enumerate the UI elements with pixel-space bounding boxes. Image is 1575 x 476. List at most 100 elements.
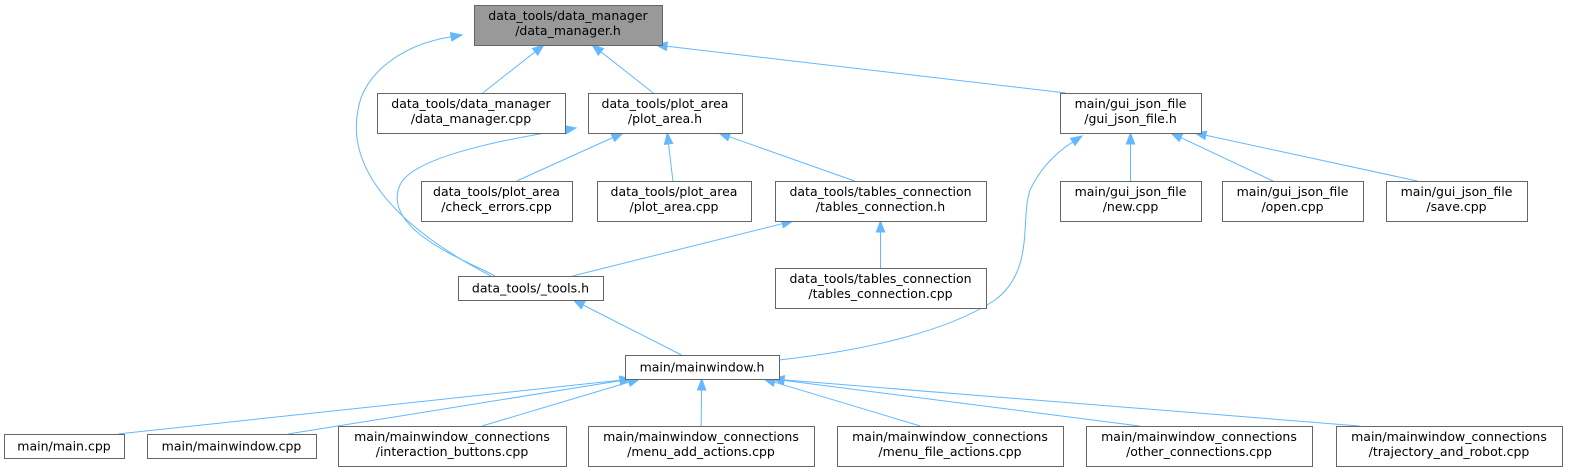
node-label-line: main/gui_json_file xyxy=(1075,184,1187,199)
node-label-line: /tables_connection.cpp xyxy=(808,286,952,301)
node-mw-h[interactable]: main/mainwindow.h xyxy=(625,355,780,380)
node-box[interactable] xyxy=(4,434,125,459)
node-mfa-cpp[interactable]: main/mainwindow_connections/menu_file_ac… xyxy=(837,426,1064,467)
arrow-head xyxy=(1169,132,1184,143)
node-label-line: data_tools/data_manager xyxy=(488,8,648,23)
node-box[interactable] xyxy=(597,181,752,222)
node-tc-cpp[interactable]: data_tools/tables_connection/tables_conn… xyxy=(775,268,987,309)
edge-line xyxy=(729,136,855,182)
node-label-line: main/mainwindow_connections xyxy=(852,429,1048,444)
node-box[interactable] xyxy=(1336,426,1563,467)
arrow-head xyxy=(663,131,674,145)
node-box[interactable] xyxy=(1060,181,1202,222)
arrow-head xyxy=(563,124,578,135)
node-box[interactable] xyxy=(1222,181,1364,222)
node-label-line: main/mainwindow_connections xyxy=(603,429,799,444)
node-ib-cpp[interactable]: main/mainwindow_connections/interaction_… xyxy=(338,426,567,467)
node-box[interactable] xyxy=(474,5,663,46)
node-box[interactable] xyxy=(775,268,987,309)
node-box[interactable] xyxy=(775,181,987,222)
node-label-line: main/gui_json_file xyxy=(1237,184,1349,199)
arrow-head xyxy=(1069,135,1084,147)
node-box[interactable] xyxy=(588,93,743,134)
edge-line xyxy=(355,36,492,277)
edge-pa_cpp-to-pa_h xyxy=(663,131,674,182)
edge-line xyxy=(582,304,682,356)
edge-save_cpp-to-gj_h xyxy=(1193,130,1418,182)
node-box[interactable] xyxy=(1386,181,1528,222)
edge-line xyxy=(1205,134,1418,182)
edge-line xyxy=(783,379,1360,427)
node-label-line: main/gui_json_file xyxy=(1401,184,1513,199)
arrow-head xyxy=(610,132,625,143)
edge-line xyxy=(668,143,674,182)
arrow-head xyxy=(449,31,464,42)
node-label-line: /menu_add_actions.cpp xyxy=(627,444,775,459)
node-box[interactable] xyxy=(625,355,780,380)
node-label-line: /data_manager.cpp xyxy=(411,111,531,126)
node-maa-cpp[interactable]: main/mainwindow_connections/menu_add_act… xyxy=(588,426,815,467)
edge-mw_cpp-to-mw_h xyxy=(287,375,633,435)
edge-tr_cpp-to-mw_h xyxy=(771,375,1360,427)
edge-line xyxy=(783,379,1140,427)
node-open-cpp[interactable]: main/gui_json_file/open.cpp xyxy=(1222,181,1364,222)
nodes-layer: data_tools/data_manager/data_manager.hda… xyxy=(4,5,1563,467)
node-dm-h[interactable]: data_tools/data_manager/data_manager.h xyxy=(474,5,663,46)
node-tc-h[interactable]: data_tools/tables_connection/tables_conn… xyxy=(775,181,987,222)
node-gj-h[interactable]: main/gui_json_file/gui_json_file.h xyxy=(1060,93,1202,134)
node-label-line: /menu_file_actions.cpp xyxy=(878,444,1021,459)
node-box[interactable] xyxy=(421,181,573,222)
edge-mfa_cpp-to-mw_h xyxy=(762,377,921,427)
edge-line xyxy=(778,141,1073,361)
edge-line xyxy=(481,381,630,427)
node-main-cpp[interactable]: main/main.cpp xyxy=(4,434,125,459)
node-label-line: main/gui_json_file xyxy=(1075,96,1187,111)
node-label-line: data_tools/tables_connection xyxy=(789,271,971,286)
edge-ib_cpp-to-mw_h xyxy=(481,377,641,427)
node-label-line: data_tools/plot_area xyxy=(433,184,560,199)
edge-line xyxy=(1180,137,1274,182)
node-dm-cpp[interactable]: data_tools/data_manager/data_manager.cpp xyxy=(377,93,566,134)
edge-tools_h-to-dm_h xyxy=(355,31,492,277)
node-oc-cpp[interactable]: main/mainwindow_connections/other_connec… xyxy=(1086,426,1313,467)
node-box[interactable] xyxy=(1086,426,1313,467)
edge-mw_h-to-tools_h xyxy=(572,299,682,356)
node-box[interactable] xyxy=(588,426,815,467)
node-label-line: main/mainwindow_connections xyxy=(354,429,550,444)
edge-line xyxy=(482,51,536,94)
edge-new_cpp-to-gj_h xyxy=(1125,131,1136,181)
node-mw-cpp[interactable]: main/mainwindow.cpp xyxy=(147,434,317,459)
node-new-cpp[interactable]: main/gui_json_file/new.cpp xyxy=(1060,181,1202,222)
edge-line xyxy=(117,379,621,435)
node-box[interactable] xyxy=(1060,93,1202,134)
arrow-head xyxy=(531,44,545,56)
node-box[interactable] xyxy=(147,434,317,459)
edge-line xyxy=(287,380,621,435)
node-save-cpp[interactable]: main/gui_json_file/save.cpp xyxy=(1386,181,1528,222)
node-pa-h[interactable]: data_tools/plot_area/plot_area.h xyxy=(588,93,743,134)
node-box[interactable] xyxy=(338,426,567,467)
node-ce-cpp[interactable]: data_tools/plot_area/check_errors.cpp xyxy=(421,181,573,222)
node-label-line: main/mainwindow_connections xyxy=(1101,429,1297,444)
node-box[interactable] xyxy=(458,276,604,301)
node-label-line: data_tools/data_manager xyxy=(391,96,551,111)
node-tools-h[interactable]: data_tools/_tools.h xyxy=(458,276,604,301)
edge-line xyxy=(774,381,921,427)
node-label-line: /interaction_buttons.cpp xyxy=(376,444,529,459)
node-label-line: /data_manager.h xyxy=(515,23,621,38)
arrow-head xyxy=(875,219,886,233)
node-label-line: data_tools/_tools.h xyxy=(472,281,589,296)
node-label-line: main/main.cpp xyxy=(17,439,110,454)
edge-tools_h-to-tc_h xyxy=(572,219,795,277)
node-box[interactable] xyxy=(377,93,566,134)
node-pa-cpp[interactable]: data_tools/plot_area/plot_area.cpp xyxy=(597,181,752,222)
node-tr-cpp[interactable]: main/mainwindow_connections/trajectory_a… xyxy=(1336,426,1563,467)
edge-maa_cpp-to-mw_h xyxy=(696,377,707,427)
edge-mw_h-to-gj_h xyxy=(778,135,1084,361)
arrow-head xyxy=(1125,131,1136,145)
node-label-line: /new.cpp xyxy=(1103,199,1159,214)
node-label-line: /open.cpp xyxy=(1261,199,1323,214)
node-box[interactable] xyxy=(837,426,1064,467)
node-label-line: data_tools/plot_area xyxy=(611,184,738,199)
